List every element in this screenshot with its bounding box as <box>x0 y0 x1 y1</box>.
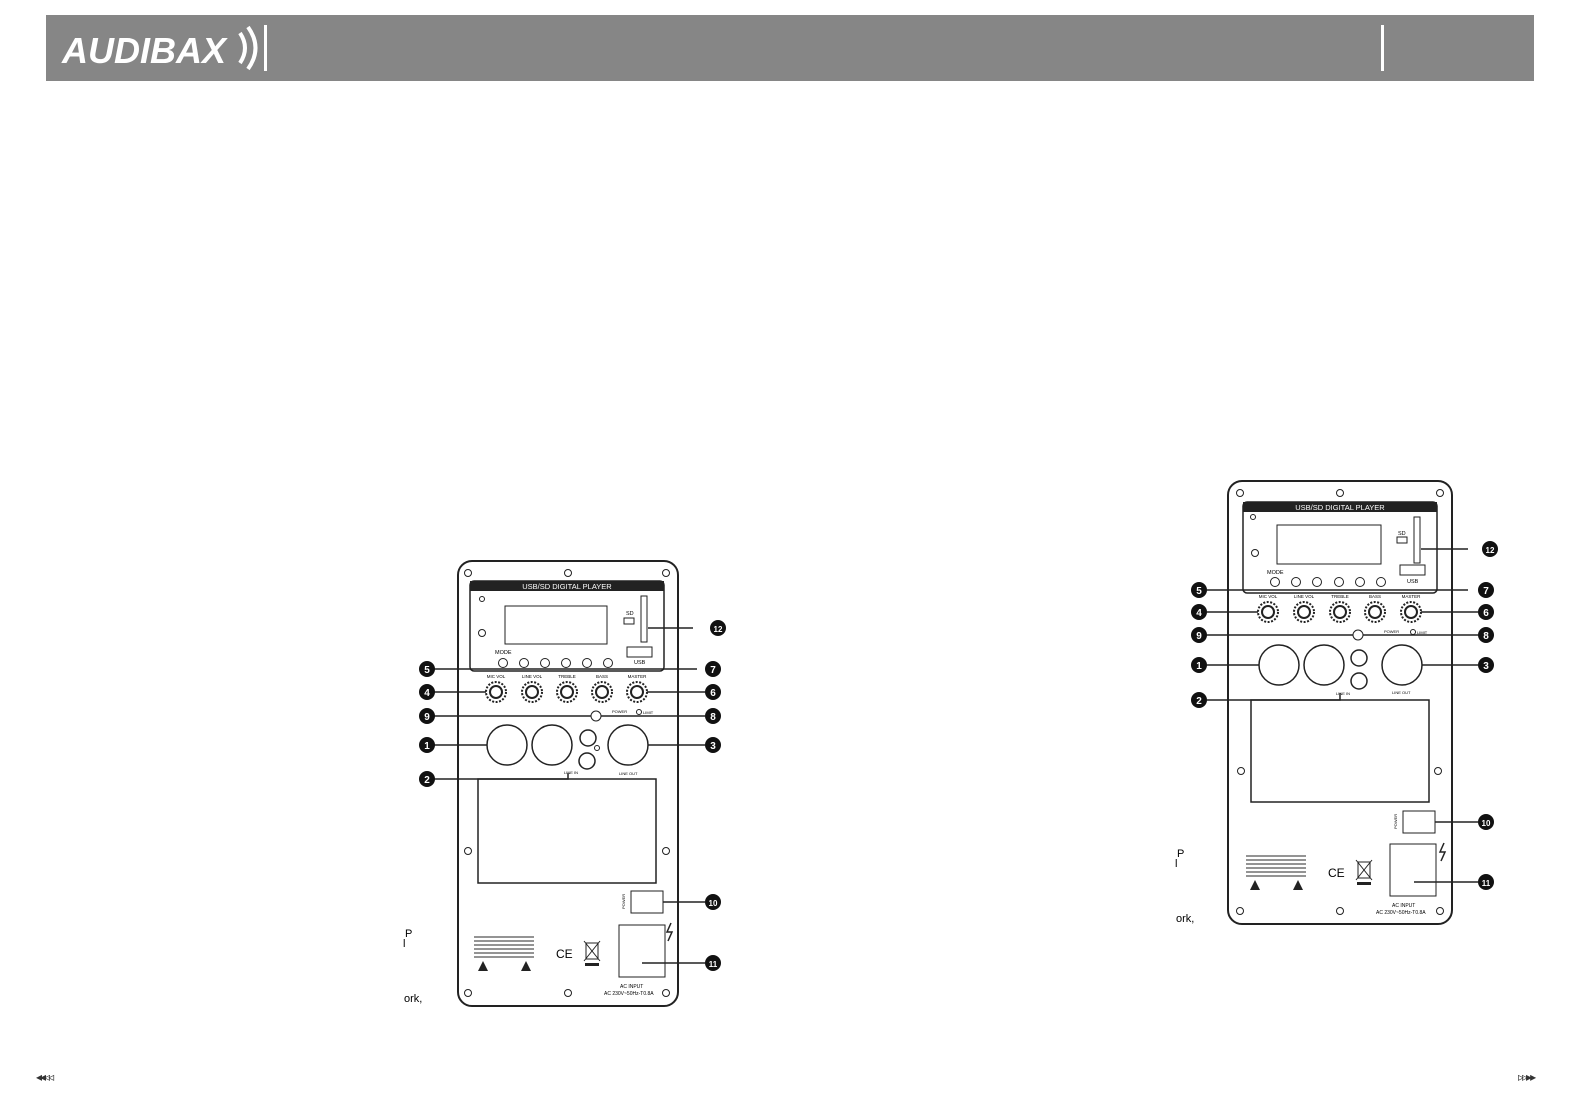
header-bar: AUDIBAX <box>46 15 1534 81</box>
knob-label-line-vol-right: LINE VOL <box>1294 594 1315 599</box>
fragment-p-right: P <box>1177 848 1184 860</box>
callout-5: 5 <box>424 665 430 676</box>
header-divider <box>1381 25 1384 71</box>
callout-9: 9 <box>424 712 430 723</box>
ce-mark: CE <box>556 947 573 961</box>
callout-10-right: 10 <box>1482 819 1491 828</box>
callout-3-right: 3 <box>1483 661 1489 672</box>
knob-label-bass-right: BASS <box>1369 594 1381 599</box>
knob-label-mic-vol-right: MIC VOL <box>1259 594 1278 599</box>
rear-panel-diagram-right: USB/SD DIGITAL PLAYER SD USB MODE MIC VO… <box>1166 455 1522 938</box>
rear-panel-svg: USB/SD DIGITAL PLAYER SD USB MODE MIC VO… <box>403 560 726 1007</box>
callout-8: 8 <box>710 712 716 723</box>
previous-page-arrows[interactable]: ◂◂◃◃ <box>36 1070 54 1084</box>
player-title-right: USB/SD DIGITAL PLAYER <box>1295 503 1385 512</box>
next-page-arrows[interactable]: ▹▹▸▸ <box>1518 1070 1536 1084</box>
rear-panel-diagram-left: USB/SD DIGITAL PLAYER SD USB MODE MIC VO… <box>398 533 746 1015</box>
knob-label-master-right: MASTER <box>1402 594 1422 599</box>
knob-label-treble-right: TREBLE <box>1331 594 1349 599</box>
callout-6: 6 <box>710 688 716 699</box>
callout-7: 7 <box>710 665 716 676</box>
power-switch-label: POWER <box>621 894 626 909</box>
logo-text: AUDIBAX <box>61 30 228 71</box>
mode-label-right: MODE <box>1267 570 1284 576</box>
line-out-label: LINE OUT <box>619 771 638 776</box>
fragment-ork-right: ork, <box>1176 913 1194 925</box>
knob-label-bass: BASS <box>596 674 608 679</box>
callout-1-right: 1 <box>1196 661 1202 672</box>
usb-label: USB <box>634 660 646 666</box>
knob-label-master: MASTER <box>628 674 648 679</box>
callout-5-right: 5 <box>1196 586 1202 597</box>
line-in-label-right: LINE IN <box>1336 691 1350 696</box>
callout-1: 1 <box>424 741 430 752</box>
limit-led-label: LIMIT <box>643 710 654 715</box>
power-led-label-right: POWER <box>1384 629 1399 634</box>
player-title: USB/SD DIGITAL PLAYER <box>522 582 612 591</box>
logo-divider <box>264 25 267 71</box>
callout-2-right: 2 <box>1196 696 1202 707</box>
knob-label-line-vol: LINE VOL <box>522 674 543 679</box>
ac-input-rating: AC 230V~50Hz-T0.8A <box>604 991 654 997</box>
power-led-label: POWER <box>612 709 627 714</box>
callout-4: 4 <box>424 688 430 699</box>
limit-led-label-right: LIMIT <box>1417 630 1428 635</box>
ce-mark-right: CE <box>1328 866 1345 880</box>
callout-12-right: 12 <box>1486 546 1495 555</box>
ac-input-rating-right: AC 230V~50Hz-T0.8A <box>1376 910 1426 916</box>
callout-8-right: 8 <box>1483 631 1489 642</box>
usb-label-right: USB <box>1407 579 1419 585</box>
ac-input-label-right: AC INPUT <box>1392 903 1415 909</box>
callout-12: 12 <box>714 625 723 634</box>
fragment-l: l <box>403 938 405 950</box>
knob-label-mic-vol: MIC VOL <box>487 674 506 679</box>
callout-2: 2 <box>424 775 430 786</box>
knob-label-treble: TREBLE <box>558 674 576 679</box>
callout-9-right: 9 <box>1196 631 1202 642</box>
callout-10: 10 <box>709 899 718 908</box>
line-in-label: LINE IN <box>564 770 578 775</box>
fragment-ork: ork, <box>404 993 422 1005</box>
callout-11-right: 11 <box>1482 879 1491 888</box>
line-out-label-right: LINE OUT <box>1392 690 1411 695</box>
power-switch-label-right: POWER <box>1393 814 1398 829</box>
fragment-l-right: l <box>1175 858 1177 870</box>
mode-label: MODE <box>495 650 512 656</box>
rear-panel-svg-right: USB/SD DIGITAL PLAYER SD USB MODE MIC VO… <box>1175 480 1498 925</box>
ac-input-label: AC INPUT <box>620 984 643 990</box>
callout-3: 3 <box>710 741 716 752</box>
audibax-logo: AUDIBAX <box>61 25 258 71</box>
fragment-p: P <box>405 928 412 940</box>
callout-6-right: 6 <box>1483 608 1489 619</box>
callout-7-right: 7 <box>1483 586 1489 597</box>
callout-4-right: 4 <box>1196 608 1202 619</box>
sd-label: SD <box>626 611 634 617</box>
sd-label-right: SD <box>1398 531 1406 537</box>
callout-11: 11 <box>709 960 718 969</box>
